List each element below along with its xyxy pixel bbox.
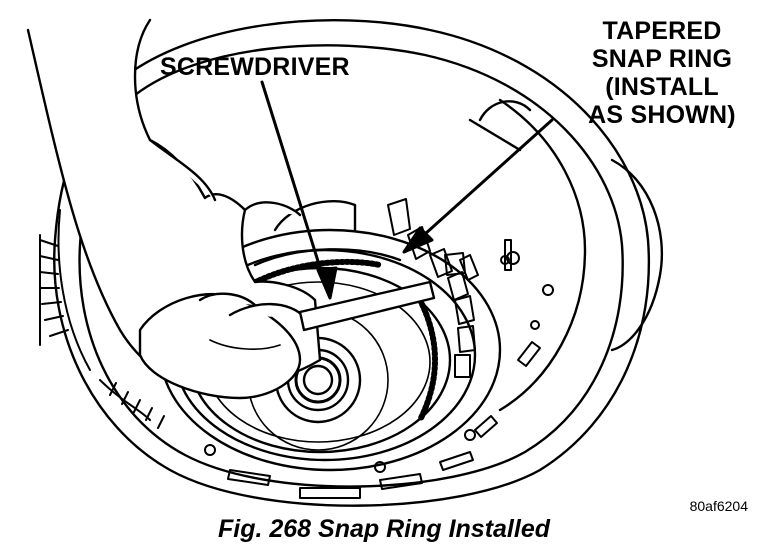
tapered-snap-ring-line-4: AS SHOWN) — [588, 101, 736, 129]
figure-caption: Fig. 268 Snap Ring Installed — [217, 515, 550, 543]
left-gear-teeth — [39, 209, 165, 429]
snap-ring-tabs — [387, 198, 479, 378]
screwdriver-arrowhead — [316, 266, 338, 300]
tapered-snap-ring-label: TAPERED SNAP RING (INSTALL AS SHOWN) — [564, 17, 760, 129]
tapered-snap-ring-line-1: TAPERED — [602, 17, 722, 45]
snap-ring-leader — [413, 118, 554, 245]
case-slots — [204, 239, 554, 499]
figure-code: 80af6204 — [689, 498, 748, 514]
leader-arrows — [260, 80, 554, 300]
snap-ring-arrowhead — [402, 226, 434, 254]
tapered-snap-ring-line-2: SNAP RING — [591, 45, 733, 73]
screwdriver-leader — [260, 80, 329, 292]
outer-case — [53, 19, 664, 507]
hand-with-screwdriver — [26, 18, 436, 400]
screwdriver-label: SCREWDRIVER — [160, 53, 350, 81]
tapered-snap-ring-line-3: (INSTALL — [605, 73, 719, 101]
